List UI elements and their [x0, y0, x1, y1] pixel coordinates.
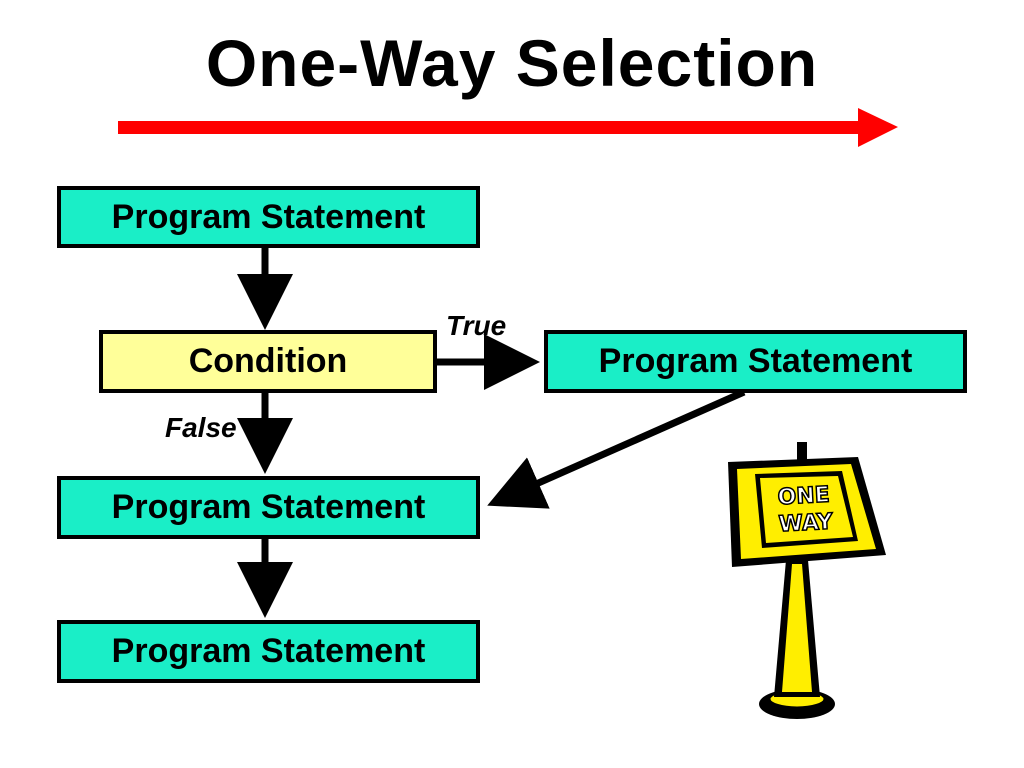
- sign-line1: ONE: [777, 483, 830, 511]
- edge-label-true: True: [446, 310, 507, 341]
- node-program-statement-2: Program Statement: [57, 476, 480, 539]
- node-program-statement-3: Program Statement: [57, 620, 480, 683]
- node-condition: Condition: [99, 330, 437, 393]
- page-title: One-Way Selection: [205, 26, 819, 100]
- node-program-statement-1: Program Statement: [57, 186, 480, 248]
- title-arrow: [118, 108, 898, 147]
- sign-line2: WAY: [778, 510, 834, 538]
- one-way-sign-icon: ONE WAY: [728, 442, 886, 719]
- edge-label-false: False: [165, 412, 237, 443]
- edge-true-to-statement2: [487, 388, 746, 509]
- node-program-statement-true: Program Statement: [544, 330, 967, 393]
